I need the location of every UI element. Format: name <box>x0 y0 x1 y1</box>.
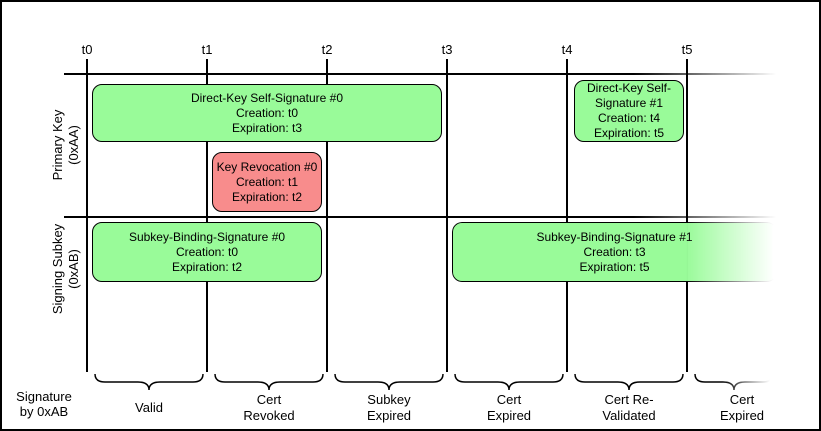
segment-label-subkey-expired: Subkey Expired <box>366 392 412 423</box>
brace-cert-revoked <box>214 373 324 391</box>
row-label-primary-key: Primary Key (0xAA) <box>50 109 81 181</box>
brace-cert-expired-1 <box>454 373 564 391</box>
gridline-t1 <box>206 59 208 372</box>
segment-label-cert-expired-1: Cert Expired <box>486 392 532 423</box>
gridline-t3 <box>446 59 448 372</box>
tick-label-t0: t0 <box>81 42 93 57</box>
gridline-t0 <box>86 59 88 372</box>
brace-valid <box>94 373 204 391</box>
tick-label-t1: t1 <box>201 42 213 57</box>
brace-subkey-expired <box>334 373 444 391</box>
box-direct-key-self-signature-1: Direct-Key Self- Signature #1 Creation: … <box>574 80 684 142</box>
segment-label-cert-revoked: Cert Revoked <box>243 392 295 423</box>
segment-label-cert-expired-2: Cert Expired <box>719 392 765 423</box>
box-subkey-binding-signature-0: Subkey-Binding-Signature #0 Creation: t0… <box>92 222 322 282</box>
brace-cert-expired-2 <box>694 373 774 391</box>
gridline-t2 <box>326 59 328 372</box>
box-key-revocation-0: Key Revocation #0 Creation: t1 Expiratio… <box>212 152 322 212</box>
primary-key-timeline-line <box>64 73 776 75</box>
box-subkey-binding-signature-1: Subkey-Binding-Signature #1 Creation: t3… <box>452 222 777 282</box>
signing-subkey-timeline-line <box>64 216 776 218</box>
tick-label-t3: t3 <box>441 42 453 57</box>
row-label-signing-subkey: Signing Subkey (0xAB) <box>50 223 81 315</box>
signature-by-0xab-label: Signature by 0xAB <box>16 389 72 419</box>
box-direct-key-self-signature-0: Direct-Key Self-Signature #0 Creation: t… <box>92 84 442 142</box>
segment-label-valid: Valid <box>135 400 163 415</box>
tick-label-t2: t2 <box>321 42 333 57</box>
brace-cert-revalidated <box>574 373 684 391</box>
segment-label-cert-revalidated: Cert Re- Validated <box>602 392 656 423</box>
gridline-t5 <box>686 59 688 372</box>
tick-label-t5: t5 <box>681 42 693 57</box>
tick-label-t4: t4 <box>561 42 573 57</box>
gridline-t4 <box>566 59 568 372</box>
